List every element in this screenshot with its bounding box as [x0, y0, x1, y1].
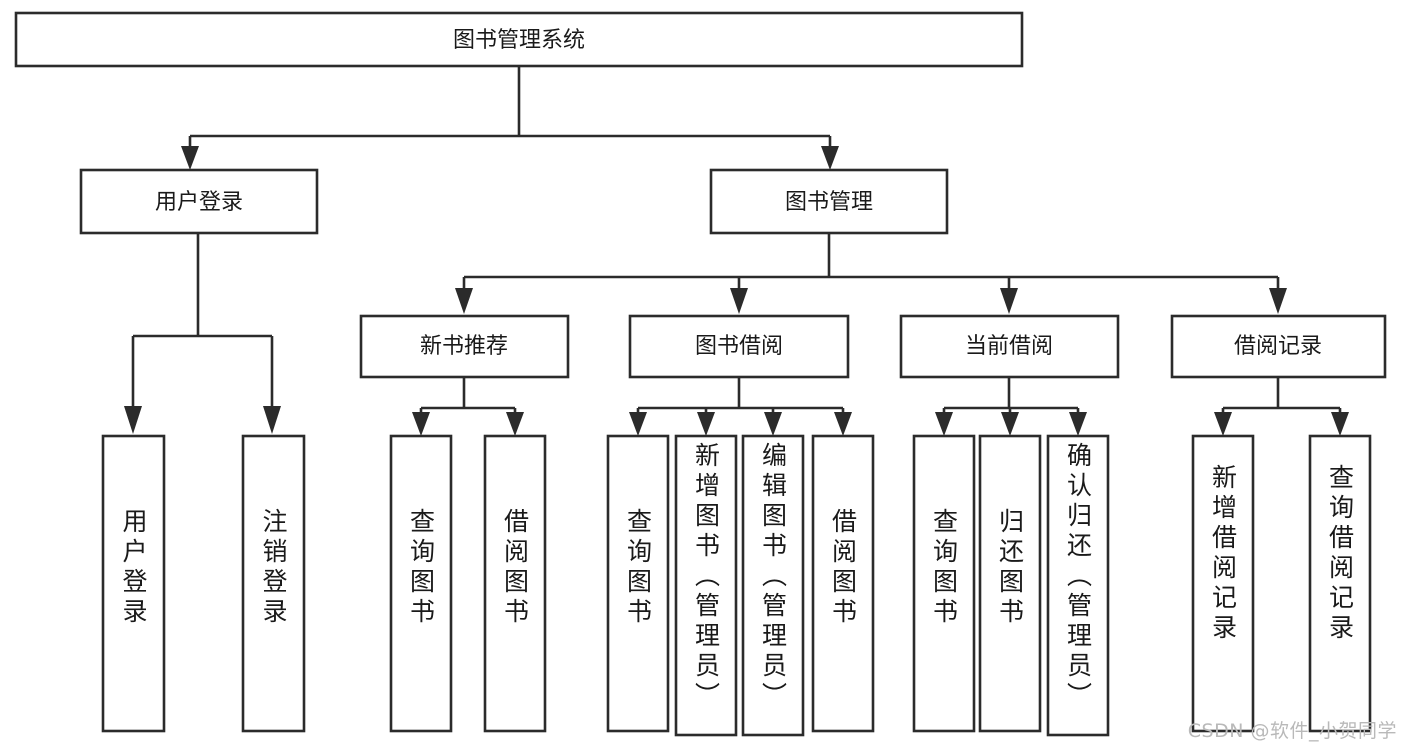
arrow-head-leaf-query-record — [1331, 412, 1349, 436]
node-root-label: 图书管理系统 — [453, 28, 585, 53]
arrow-head-to-book-manage — [821, 146, 839, 170]
arrow-head-leaf-borrow-book-2 — [834, 412, 852, 436]
arrow-head-to-borrow-record — [1269, 288, 1287, 314]
node-new-book-recommend-label: 新书推荐 — [420, 334, 508, 359]
node-book-borrow-box[interactable] — [628, 314, 850, 379]
leaf-box-query-book-1[interactable] — [389, 434, 453, 733]
node-new-book-recommend[interactable]: 新书推荐 — [359, 314, 570, 379]
arrow-head-to-book-borrow — [730, 288, 748, 314]
node-root-box[interactable] — [14, 11, 1024, 68]
leaf-box-user-login[interactable] — [101, 434, 166, 733]
arrow-head-leaf-borrow-book-1 — [506, 412, 524, 436]
node-user-login-label: 用户登录 — [155, 190, 243, 215]
leaf-box-query-book-2[interactable] — [606, 434, 670, 733]
leaf-box-logout[interactable] — [241, 434, 306, 733]
node-book-borrow[interactable]: 图书借阅 — [628, 314, 850, 379]
arrow-head-to-user-login — [181, 146, 199, 170]
node-book-management[interactable]: 图书管理 — [709, 168, 949, 235]
node-book-management-box[interactable] — [709, 168, 949, 235]
arrow-head-leaf-return-book — [1001, 412, 1019, 436]
leaf-box-borrow-book-1[interactable] — [483, 434, 547, 733]
leaf-box-add-book[interactable] — [674, 434, 738, 737]
connector-group-bookmanage-to-level3 — [455, 233, 1287, 314]
arrow-head-leaf-query-book-3 — [935, 412, 953, 436]
node-root-book-management-system[interactable]: 图书管理系统 — [14, 11, 1024, 68]
connector-group-borrowrecord-to-leaves — [1214, 377, 1349, 436]
csdn-watermark: CSDN @软件_小贺同学 — [1187, 720, 1397, 742]
node-new-book-recommend-box[interactable] — [359, 314, 570, 379]
node-user-login-box[interactable] — [79, 168, 319, 235]
node-book-borrow-label: 图书借阅 — [695, 334, 783, 359]
leaf-box-return-book[interactable] — [978, 434, 1042, 733]
arrow-head-to-current-borrow — [1000, 288, 1018, 314]
leaf-box-confirm-return[interactable] — [1046, 434, 1110, 737]
connector-group-currentborrow-to-leaves — [935, 377, 1087, 436]
node-borrow-record-label: 借阅记录 — [1234, 334, 1322, 359]
connector-group-bookborrow-to-leaves — [629, 377, 852, 436]
node-borrow-record-box[interactable] — [1170, 314, 1387, 379]
leaf-box-borrow-book-2[interactable] — [811, 434, 875, 733]
node-current-borrow[interactable]: 当前借阅 — [899, 314, 1120, 379]
connector-group-root-to-level2 — [181, 66, 839, 170]
node-book-management-label: 图书管理 — [785, 190, 873, 215]
arrow-head-leaf-confirm-return — [1069, 412, 1087, 436]
arrow-head-leaf-add-record — [1214, 412, 1232, 436]
node-current-borrow-box[interactable] — [899, 314, 1120, 379]
node-current-borrow-label: 当前借阅 — [965, 334, 1053, 359]
node-user-login[interactable]: 用户登录 — [79, 168, 319, 235]
arrow-head-to-new-book — [455, 288, 473, 314]
connector-group-newbook-to-leaves — [412, 377, 524, 436]
arrow-head-leaf-add-book — [697, 412, 715, 436]
arrow-head-leaf-edit-book — [764, 412, 782, 436]
arrow-head-leaf-logout — [263, 406, 281, 434]
arrow-head-leaf-query-book-1 — [412, 412, 430, 436]
arrow-head-leaf-user-login — [124, 406, 142, 434]
leaf-box-query-borrow-record[interactable] — [1308, 434, 1372, 733]
leaf-box-add-borrow-record[interactable] — [1191, 434, 1255, 733]
node-borrow-record[interactable]: 借阅记录 — [1170, 314, 1387, 379]
arrow-head-leaf-query-book-2 — [629, 412, 647, 436]
leaf-box-edit-book[interactable] — [741, 434, 805, 737]
leaf-box-query-book-3[interactable] — [912, 434, 976, 733]
connector-group-userlogin-to-leaves — [124, 233, 281, 434]
